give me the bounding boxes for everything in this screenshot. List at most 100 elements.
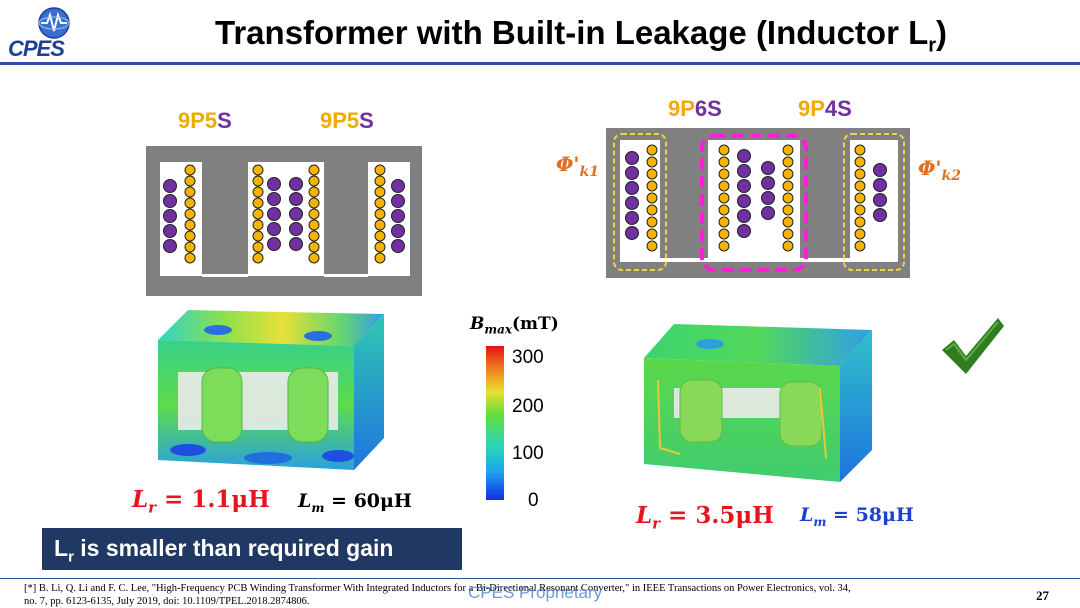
primary-turn (782, 168, 794, 180)
primary-turn (374, 197, 386, 209)
secondary-turn (737, 224, 751, 238)
primary-turn (308, 219, 320, 231)
primary-turn (308, 197, 320, 209)
left-core-diagram (146, 146, 422, 296)
primary-turn (252, 164, 264, 176)
primary-turn (718, 180, 730, 192)
primary-turn (252, 219, 264, 231)
primary-turn (646, 192, 658, 204)
primary-turn (252, 175, 264, 187)
secondary-turn (163, 194, 177, 208)
right-core-diagram (606, 128, 910, 278)
secondary-turn (761, 176, 775, 190)
left-windings (163, 164, 405, 264)
secondary-turn (761, 191, 775, 205)
primary-turn (252, 186, 264, 198)
primary-turn (646, 216, 658, 228)
legend-tick-100: 100 (512, 443, 544, 464)
primary-turn (374, 164, 386, 176)
primary-turn (252, 241, 264, 253)
secondary-turn (625, 166, 639, 180)
primary-turn (782, 216, 794, 228)
secondary-turn (873, 208, 887, 222)
primary-turn (252, 230, 264, 242)
primary-turn (854, 240, 866, 252)
secondary-turn (625, 211, 639, 225)
secondary-turn (289, 207, 303, 221)
legend-tick-0: 0 (528, 490, 539, 511)
primary-turn (184, 186, 196, 198)
secondary-turn (873, 193, 887, 207)
page-title: Transformer with Built-in Leakage (Induc… (215, 14, 948, 57)
left-label-1: 9P5S (178, 108, 232, 133)
primary-turn (854, 156, 866, 168)
primary-turn (782, 144, 794, 156)
left-lm-value: Lm = 60μH (298, 490, 412, 515)
secondary-turn (163, 209, 177, 223)
primary-turn (308, 175, 320, 187)
left-flux-simulation (158, 310, 384, 470)
legend-tick-300: 300 (512, 347, 544, 368)
primary-turn (184, 241, 196, 253)
secondary-turn (163, 224, 177, 238)
secondary-turn (267, 192, 281, 206)
secondary-turn (391, 179, 405, 193)
phi-k2-label: Φ'k2 (918, 156, 961, 184)
secondary-turn (267, 222, 281, 236)
primary-turn (374, 252, 386, 264)
primary-turn (374, 208, 386, 220)
page-number: 27 (1036, 588, 1049, 603)
primary-turn (308, 241, 320, 253)
primary-turn (782, 192, 794, 204)
primary-turn (374, 186, 386, 198)
secondary-turn (737, 164, 751, 178)
primary-turn (718, 240, 730, 252)
primary-turn (646, 228, 658, 240)
secondary-turn (163, 179, 177, 193)
secondary-turn (625, 226, 639, 240)
primary-turn (854, 180, 866, 192)
logo-text: CPES (8, 36, 65, 61)
citation-footnote: [*] B. Li, Q. Li and F. C. Lee, "High-Fr… (24, 583, 851, 607)
primary-turn (782, 180, 794, 192)
right-lr-value: Lr = 3.5μH (636, 502, 774, 533)
footer-rule (0, 578, 1080, 579)
right-label-2: 9P4S (798, 96, 852, 121)
legend-tick-200: 200 (512, 396, 544, 417)
secondary-turn (761, 161, 775, 175)
secondary-turn (625, 151, 639, 165)
left-label-2: 9P5S (320, 108, 374, 133)
secondary-turn (625, 181, 639, 195)
secondary-turn (163, 239, 177, 253)
secondary-turn (289, 192, 303, 206)
primary-turn (308, 186, 320, 198)
primary-turn (308, 230, 320, 242)
right-label-1: 9P6S (668, 96, 722, 121)
primary-turn (252, 252, 264, 264)
primary-turn (184, 164, 196, 176)
primary-turn (718, 228, 730, 240)
primary-turn (308, 252, 320, 264)
right-windings (625, 144, 887, 252)
primary-turn (782, 228, 794, 240)
primary-turn (646, 168, 658, 180)
cpes-logo: CPES (8, 4, 98, 62)
conclusion-banner: Lr is smaller than required gain (42, 528, 462, 570)
secondary-turn (391, 224, 405, 238)
checkmark-icon (942, 318, 1004, 374)
color-scale-bar (486, 346, 504, 500)
primary-turn (184, 208, 196, 220)
secondary-turn (873, 163, 887, 177)
primary-turn (308, 208, 320, 220)
secondary-turn (267, 177, 281, 191)
secondary-turn (267, 237, 281, 251)
primary-turn (718, 156, 730, 168)
primary-turn (854, 204, 866, 216)
title-rule (0, 62, 1080, 65)
primary-turn (184, 252, 196, 264)
primary-turn (646, 144, 658, 156)
primary-turn (718, 216, 730, 228)
secondary-turn (737, 149, 751, 163)
secondary-turn (737, 209, 751, 223)
globe-icon (38, 7, 70, 39)
